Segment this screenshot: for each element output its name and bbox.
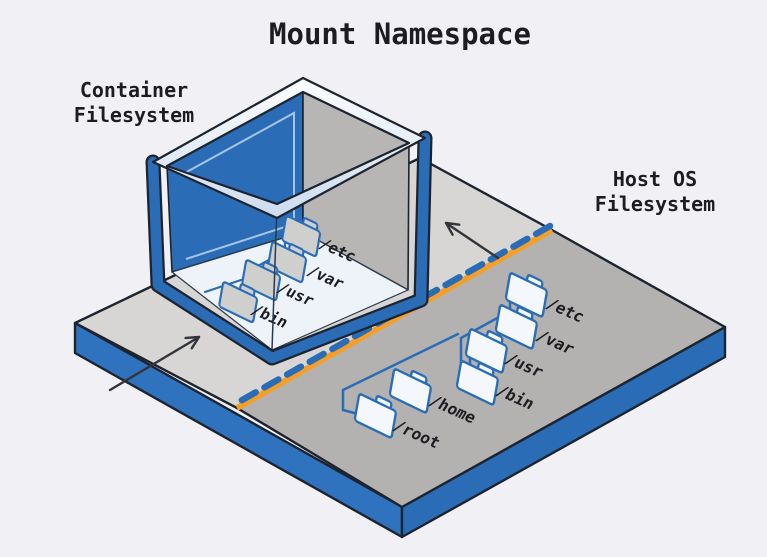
container-folders [218,215,321,324]
folder-icon [241,259,281,302]
folder-icon [388,368,432,414]
folder-icon [494,304,538,350]
container-filesystem-label: Container Filesystem [74,78,194,127]
folder-icon [267,241,307,284]
host-label-line2: Filesystem [595,192,715,216]
page-title: Mount Namespace [269,17,531,51]
arrow-icon [444,221,500,260]
cube-left-wall-accent [182,111,295,260]
arrow-icon [108,335,201,392]
container-cube: /etc /var /usr /bin [145,76,433,366]
cube-floor [171,231,409,351]
boundary-orange-line [235,227,554,411]
cube-top-rim [151,76,427,220]
host-label-line1: Host OS [613,167,697,191]
host-os-filesystem-label: Host OS Filesystem [595,167,715,216]
mount-arrows [108,221,500,392]
cube-front-edge [271,204,278,351]
cube-frame-beams [145,130,433,366]
tree-connector [341,388,360,416]
folder-icon [353,393,397,439]
folder-icon [455,360,499,406]
container-label-line2: Filesystem [74,103,194,127]
container-label-line1: Container [80,78,188,102]
folder-icon [218,281,258,324]
host-folders [353,272,548,439]
folder-icon [464,328,508,374]
tree-connector [341,332,460,392]
